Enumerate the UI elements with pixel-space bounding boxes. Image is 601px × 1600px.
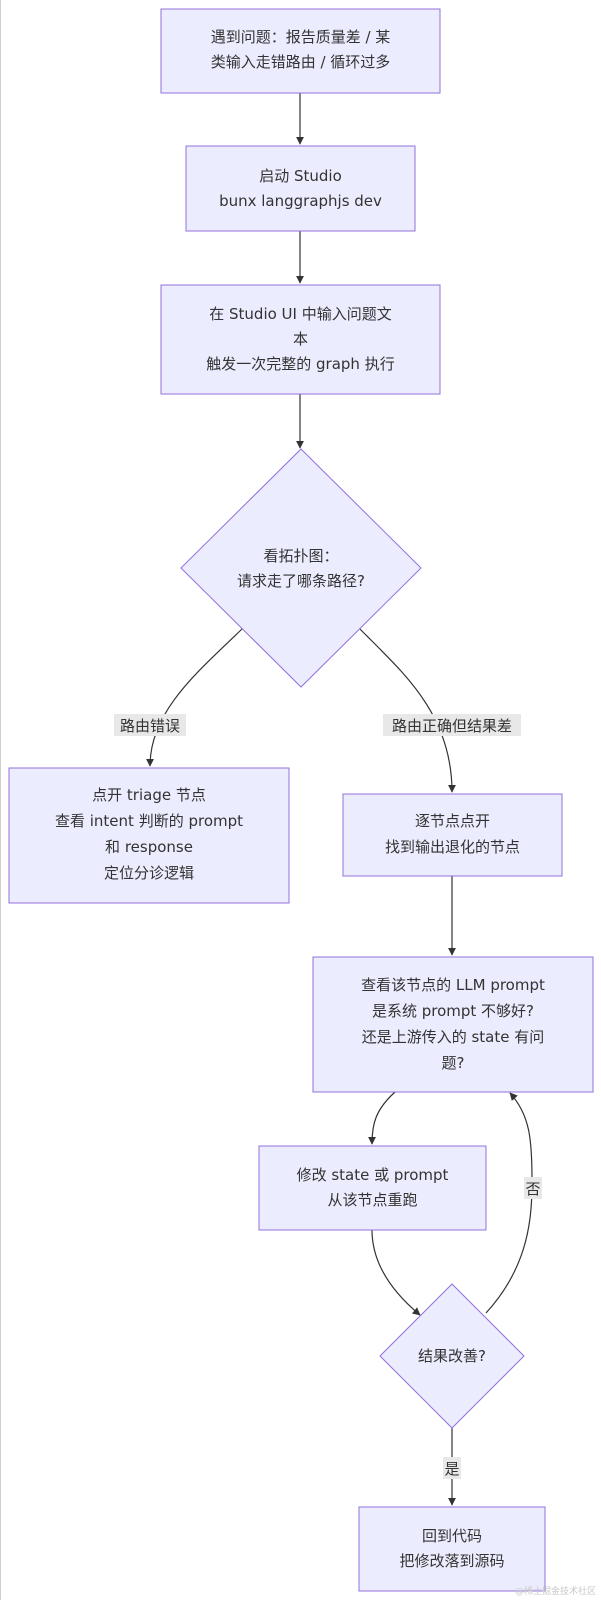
node-start-studio: 启动 Studio bunx langgraphjs dev	[185, 145, 416, 232]
edge-label-text: 否	[525, 1180, 540, 1198]
node-back-to-code-line-1: 回到代码	[422, 1527, 482, 1545]
node-back-to-code-line-2: 把修改落到源码	[399, 1552, 504, 1570]
node-topology-decision: 看拓扑图： 请求走了哪条路径?	[180, 448, 422, 688]
edge-label-text: 路由错误	[120, 717, 180, 735]
node-topology-line-1: 看拓扑图：	[263, 547, 338, 565]
edge-inspect-to-modify	[368, 1091, 396, 1145]
edge-label-text: 是	[444, 1460, 459, 1478]
node-start-studio-line-2: bunx langgraphjs dev	[219, 192, 382, 210]
node-improved-line-1: 结果改善?	[418, 1347, 486, 1365]
edge-improved-no-back	[485, 1092, 533, 1314]
node-inspect-llm-line-4: 题?	[442, 1054, 465, 1072]
edge-topology-to-triage	[146, 627, 244, 767]
node-problem-line-1: 遇到问题：报告质量差 / 某	[211, 28, 391, 46]
edge-label-route-wrong: 路由错误	[114, 714, 186, 736]
node-problem: 遇到问题：报告质量差 / 某 类输入走错路由 / 循环过多	[160, 8, 441, 94]
node-input-question-line-3: 触发一次完整的 graph 执行	[206, 355, 394, 373]
node-modify-line-1: 修改 state 或 prompt	[297, 1166, 449, 1184]
edge-label-route-right: 路由正确但结果差	[383, 714, 521, 736]
node-inspect-llm-line-1: 查看该节点的 LLM prompt	[361, 976, 545, 994]
node-inspect-llm: 查看该节点的 LLM prompt 是系统 prompt 不够好? 还是上游传入…	[312, 956, 594, 1093]
node-triage: 点开 triage 节点 查看 intent 判断的 prompt 和 resp…	[8, 767, 290, 904]
node-step-nodes: 逐节点点开 找到输出退化的节点	[342, 793, 563, 877]
node-improved-decision: 结果改善?	[379, 1283, 525, 1429]
node-input-question: 在 Studio UI 中输入问题文 本 触发一次完整的 graph 执行	[160, 284, 441, 395]
node-step-nodes-line-2: 找到输出退化的节点	[385, 838, 520, 856]
node-start-studio-line-1: 启动 Studio	[259, 167, 342, 185]
node-problem-line-2: 类输入走错路由 / 循环过多	[211, 53, 391, 71]
node-modify: 修改 state 或 prompt 从该节点重跑	[258, 1145, 487, 1231]
node-back-to-code: 回到代码 把修改落到源码	[358, 1506, 546, 1592]
edge-label-yes: 是	[443, 1457, 461, 1479]
node-triage-line-2: 查看 intent 判断的 prompt	[55, 812, 243, 830]
node-triage-line-4: 定位分诊逻辑	[104, 864, 194, 882]
node-step-nodes-line-1: 逐节点点开	[415, 812, 490, 830]
node-input-question-line-2: 本	[293, 330, 308, 348]
node-inspect-llm-line-2: 是系统 prompt 不够好?	[372, 1002, 534, 1020]
edge-topology-to-steps	[358, 627, 456, 793]
edge-label-no: 否	[524, 1177, 542, 1199]
edge-modify-to-improved	[371, 1229, 421, 1316]
edge-label-text: 路由正确但结果差	[392, 717, 512, 735]
node-inspect-llm-line-3: 还是上游传入的 state 有问	[362, 1028, 545, 1046]
watermark: @稀土掘金技术社区	[515, 1585, 596, 1597]
node-modify-line-2: 从该节点重跑	[327, 1191, 417, 1209]
node-topology-line-2: 请求走了哪条路径?	[237, 572, 365, 590]
node-triage-line-1: 点开 triage 节点	[92, 786, 206, 804]
node-triage-line-3: 和 response	[105, 838, 193, 856]
node-input-question-line-1: 在 Studio UI 中输入问题文	[209, 305, 391, 323]
